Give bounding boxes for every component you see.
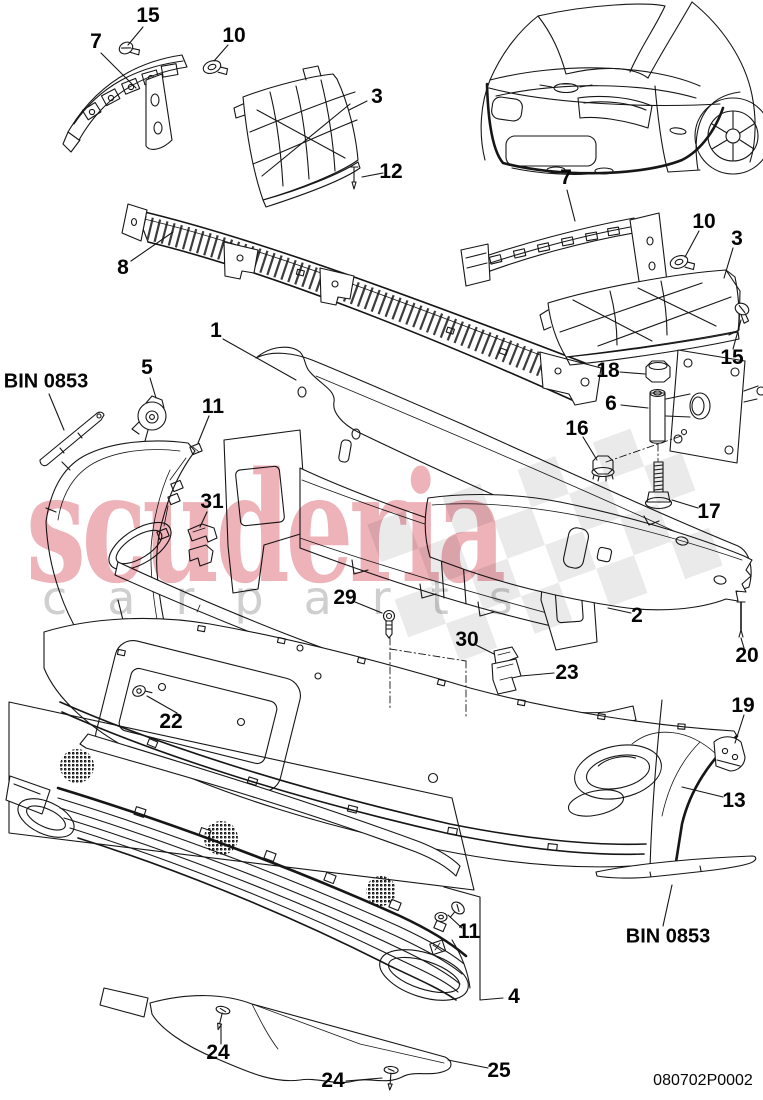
callout-3-a: 3 [371,85,383,108]
clip-10-top [202,60,229,76]
screw-15-top [118,41,141,56]
callout-18: 18 [596,359,620,382]
callout-19: 19 [731,694,755,717]
pin-20 [736,601,746,638]
callout-1: 1 [210,319,222,342]
callout-15-a: 15 [136,4,160,27]
callout-12: 12 [379,160,403,183]
callout-16: 16 [565,417,589,440]
bin-label-left: BIN 0853 [3,370,89,393]
part-bracket-23 [491,658,522,695]
part-impact-beam [121,203,602,406]
bin-label-right: BIN 0853 [625,925,711,948]
leader-lines [48,26,745,1082]
callout-5: 5 [141,356,153,379]
callout-10-b: 10 [692,210,716,233]
callout-4: 4 [508,985,520,1008]
screw-24-bottom [383,1065,399,1091]
callout-7-a: 7 [90,30,102,53]
part-bracket-19 [713,736,746,772]
callout-10-a: 10 [222,24,246,47]
callout-2: 2 [631,604,643,627]
part-horn-clip [131,395,167,442]
callout-31: 31 [200,490,224,513]
part-lower-grille [5,701,475,1001]
callout-15-b: 15 [720,346,744,369]
callout-25: 25 [487,1059,511,1082]
callout-8: 8 [117,256,129,279]
callout-6: 6 [605,392,617,415]
part-bumper-skin [43,617,739,869]
callout-23: 23 [555,661,579,684]
towing-bracket-assembly [591,349,763,510]
callout-22: 22 [159,710,183,733]
callout-24-b: 24 [321,1069,345,1092]
callout-11-b: 11 [457,920,481,943]
trim-strip-bin-left [39,411,105,467]
callout-17: 17 [697,500,721,523]
callout-29: 29 [333,586,357,609]
callout-11-a: 11 [201,395,225,418]
part-under-tray [99,987,452,1084]
screw-15-right [734,302,750,324]
callout-30: 30 [455,628,479,651]
callout-24-a: 24 [206,1041,230,1064]
screw-24-left [215,1005,231,1031]
part-grille-top [233,65,361,208]
callout-7-b: 7 [560,166,572,189]
car-rear-view [480,1,763,175]
part-grille-right [539,269,741,366]
part-clip-31 [187,523,218,567]
drawing-code: 080702P0002 [653,1072,753,1089]
callout-3-b: 3 [731,227,743,250]
screw-29 [382,609,396,639]
trim-strip-bin-right [595,855,757,879]
screw-22 [132,685,153,697]
callout-13: 13 [722,789,746,812]
callout-20: 20 [735,644,759,667]
clip-10-right [669,255,696,271]
pin-12 [349,166,359,190]
